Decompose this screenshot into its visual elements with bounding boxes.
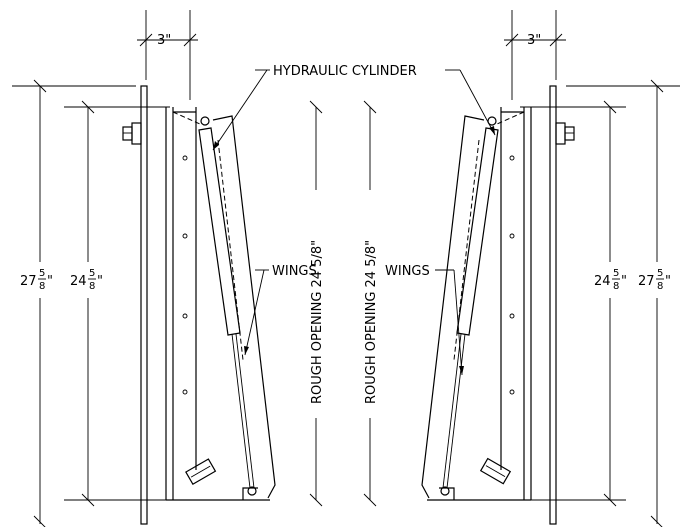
right-inner-dimension: 24 5 8 ": [594, 268, 627, 292]
svg-text:8: 8: [613, 281, 619, 292]
svg-text:5: 5: [613, 268, 619, 279]
right-hydraulic-cylinder: [439, 116, 499, 500]
hydraulic-cylinder-label: HYDRAULIC CYLINDER: [273, 64, 417, 79]
left-assembly: 3" 27 5 8 " 24 5 8 ": [12, 10, 276, 527]
right-rough-opening-label: ROUGH OPENING 24 5/8": [364, 240, 379, 404]
left-inner-dimension: 24 5 8 ": [70, 268, 103, 292]
svg-text:24: 24: [70, 274, 87, 289]
right-wings-label: WINGS: [385, 264, 430, 279]
left-outer-dimension: 27 5 8 ": [20, 268, 53, 292]
left-rough-opening-label: ROUGH OPENING 24 5/8": [310, 240, 325, 404]
svg-text:24: 24: [594, 274, 611, 289]
svg-text:": ": [665, 274, 671, 289]
right-wing: [421, 115, 485, 499]
right-assembly: 3" 24 5 8 " 27 5 8 ": [421, 10, 680, 527]
left-wings-label: WINGS: [272, 264, 317, 279]
svg-text:27: 27: [20, 274, 37, 289]
left-wing: [212, 115, 276, 499]
svg-text:5: 5: [39, 268, 45, 279]
svg-text:": ": [47, 274, 53, 289]
svg-text:8: 8: [657, 281, 663, 292]
svg-text:27: 27: [638, 274, 655, 289]
svg-text:5: 5: [89, 268, 95, 279]
right-outer-dimension: 27 5 8 ": [638, 268, 671, 292]
right-clearance-label: 3": [527, 33, 541, 48]
svg-text:5: 5: [657, 268, 663, 279]
left-hydraulic-cylinder: [198, 116, 258, 500]
svg-text:": ": [97, 274, 103, 289]
svg-text:8: 8: [89, 281, 95, 292]
left-clearance-label: 3": [157, 33, 171, 48]
svg-text:": ": [621, 274, 627, 289]
svg-text:8: 8: [39, 281, 45, 292]
